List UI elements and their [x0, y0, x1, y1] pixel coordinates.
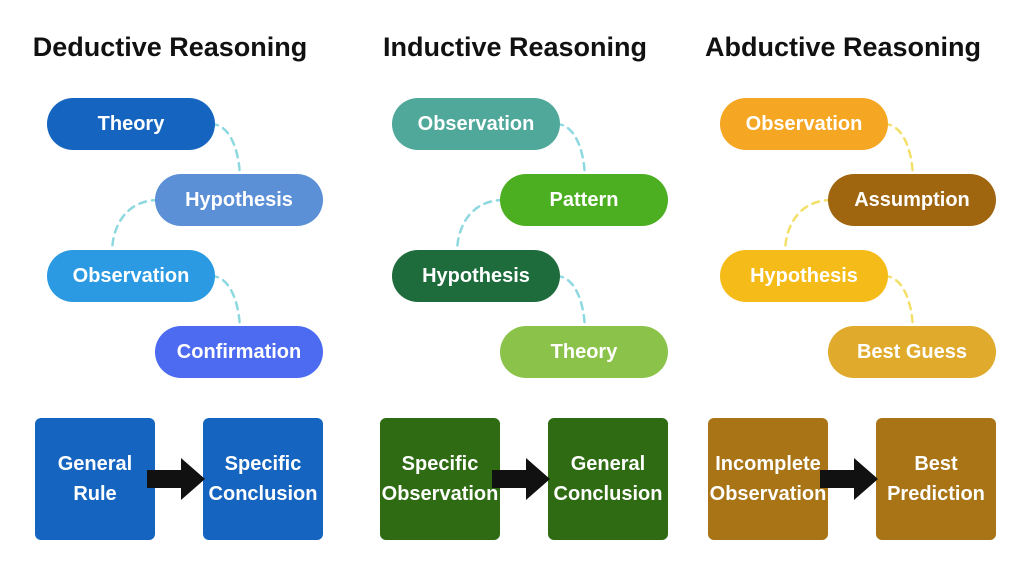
summary-from-box: Incomplete Observation: [708, 418, 828, 540]
step-pill: Observation: [392, 98, 560, 150]
dashed-connector: [209, 122, 241, 176]
right-arrow-icon: [492, 458, 550, 500]
column-title: Abductive Reasoning: [704, 32, 982, 62]
right-arrow-icon: [820, 458, 878, 500]
column-title: Inductive Reasoning: [382, 32, 648, 62]
summary-box-label: Specific Conclusion: [208, 453, 318, 505]
dashed-connector: [554, 274, 586, 328]
step-pill: Theory: [47, 98, 215, 150]
summary-to-box: General Conclusion: [548, 418, 668, 540]
step-pill: Theory: [500, 326, 668, 378]
step-pill: Hypothesis: [392, 250, 560, 302]
step-connectors: [456, 122, 586, 328]
summary-box-label: Best Prediction: [887, 453, 985, 505]
right-arrow-icon: [147, 458, 205, 500]
summary-from-box: Specific Observation: [380, 418, 500, 540]
step-connectors: [784, 122, 914, 328]
step-pill: Observation: [47, 250, 215, 302]
summary-to-box: Best Prediction: [876, 418, 996, 540]
summary-box-label: Specific Observation: [381, 453, 499, 505]
dashed-connector: [456, 198, 506, 252]
step-pill: Assumption: [828, 174, 996, 226]
step-pill: Hypothesis: [720, 250, 888, 302]
step-pill: Best Guess: [828, 326, 996, 378]
step-pill: Hypothesis: [155, 174, 323, 226]
summary-from-box: General Rule: [35, 418, 155, 540]
dashed-connector: [554, 122, 586, 176]
dashed-connector: [882, 122, 914, 176]
dashed-connector: [784, 198, 834, 252]
dashed-connector: [111, 198, 161, 252]
step-connectors: [111, 122, 241, 328]
step-pill: Confirmation: [155, 326, 323, 378]
step-pill: Pattern: [500, 174, 668, 226]
dashed-connector: [882, 274, 914, 328]
step-pill: Observation: [720, 98, 888, 150]
summary-box-label: General Rule: [57, 453, 133, 505]
dashed-connector: [209, 274, 241, 328]
summary-box-label: General Conclusion: [553, 453, 663, 505]
column-title: Deductive Reasoning: [32, 32, 308, 62]
summary-to-box: Specific Conclusion: [203, 418, 323, 540]
summary-box-label: Incomplete Observation: [709, 453, 827, 505]
